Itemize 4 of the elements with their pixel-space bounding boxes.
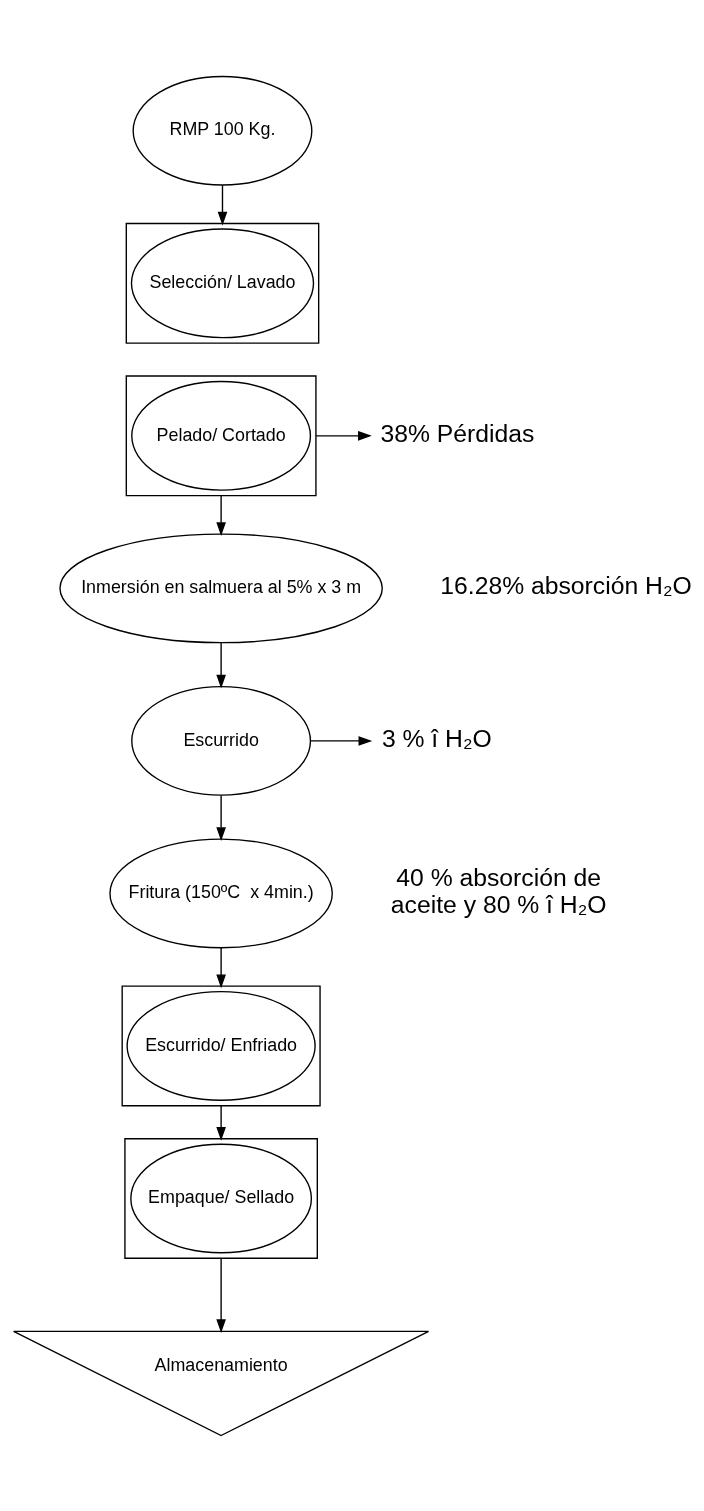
node-text: 38% Pérdidas: [380, 419, 535, 447]
node-label: 40 % absorción de aceite y 80 % î H₂O: [390, 863, 607, 918]
node-text: 3 % î H₂O: [381, 724, 492, 752]
node-label: 16.28% absorción H₂O: [440, 571, 692, 599]
